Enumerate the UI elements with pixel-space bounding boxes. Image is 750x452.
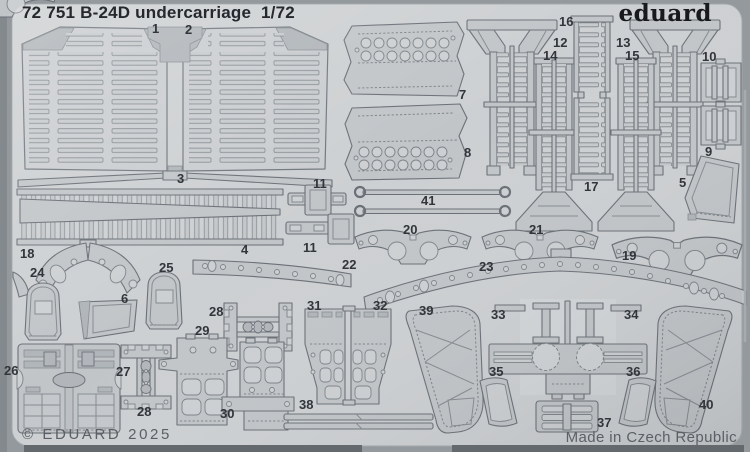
part-number-label: 30 [220,406,235,421]
photo-edge-shadow [452,445,744,452]
part-number-label: 7 [459,87,467,102]
part-number-label: 32 [373,298,388,313]
part-number-label: 10 [702,49,717,64]
part-number-label: 19 [622,248,637,263]
part-number-label: 40 [699,397,714,412]
part-number-label: 11 [313,176,327,191]
part-number-label: 38 [299,397,314,412]
part-number-label: 20 [403,222,418,237]
part-number-label: 12 [553,35,568,50]
part-number-label: 2 [185,22,193,37]
copyright-text: © EDUARD 2025 [22,426,172,443]
part-number-label: 41 [421,193,436,208]
part-number-label: 22 [342,257,357,272]
part-number-label: 28 [137,404,152,419]
part-number-label: 11 [303,240,317,255]
part-number-label: 27 [116,364,131,379]
part-number-label: 37 [597,415,612,430]
part-number-label: 8 [464,145,472,160]
part-number-label: 25 [159,260,174,275]
part-number-label: 3 [177,171,185,186]
part-number-label: 33 [491,307,506,322]
part-number-label: 16 [559,14,574,29]
photo-edge-shadow [24,445,362,452]
part-number-label: 18 [20,246,35,261]
part-number-label: 36 [626,364,641,379]
sheet-title: 72 751 B-24D undercarriage 1/72 [22,3,295,22]
part-number-label: 1 [152,21,160,36]
part-number-label: 31 [307,298,322,313]
part-number-label: 5 [679,175,687,190]
part-number-label: 29 [195,323,210,338]
part-number-label: 28 [209,304,224,319]
eduard-logo: eduard [618,0,712,27]
made-in-text: Made in Czech Republic [565,429,737,446]
part-number-label: 26 [4,363,19,378]
part-number-label: 14 [543,48,558,63]
part-number-label: 35 [489,364,504,379]
part-number-label: 13 [616,35,631,50]
part-number-label: 39 [419,303,434,318]
part-number-label: 6 [121,291,129,306]
part-number-label: 9 [705,144,713,159]
part-number-label: 24 [30,265,45,280]
part-number-label: 17 [584,179,599,194]
part-number-label: 21 [529,222,544,237]
part-number-label: 23 [479,259,494,274]
part-number-label: 34 [624,307,639,322]
part-number-label: 4 [241,242,249,257]
part-number-label: 15 [625,48,640,63]
